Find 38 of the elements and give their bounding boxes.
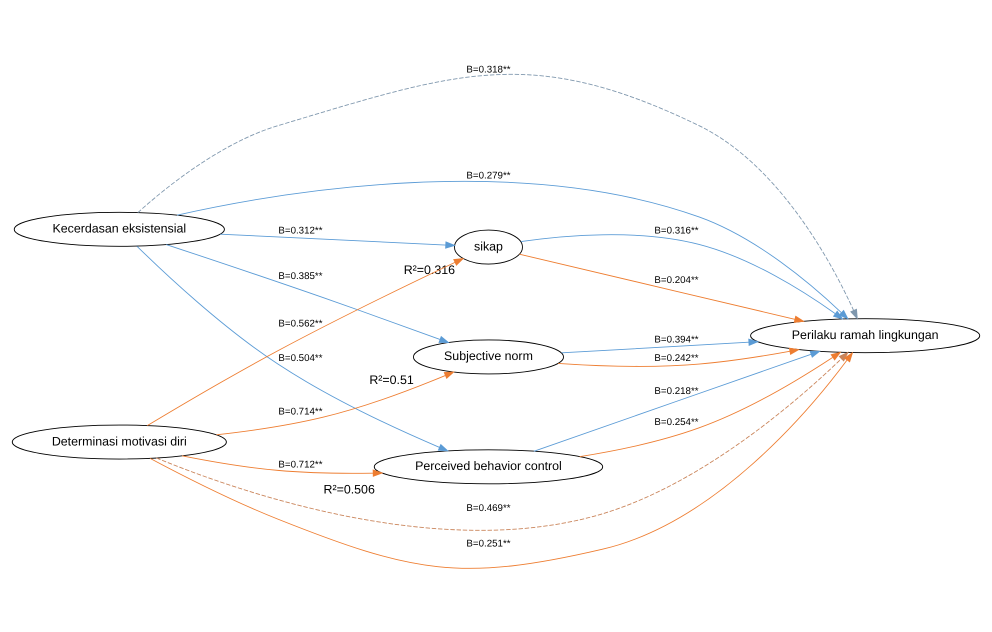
arrow (220, 233, 456, 248)
edge-label: B=0.312** (278, 225, 323, 236)
arrow (520, 234, 844, 320)
arrow (561, 338, 760, 353)
edge-label: B=0.562** (278, 318, 323, 330)
edge-label: B=0.254** (654, 416, 699, 428)
edge-label: B=0.318** (466, 64, 511, 75)
edge-label: B=0.504** (278, 352, 323, 364)
node-ellipse: Perilaku ramah lingkungan (750, 318, 980, 353)
node-label: R²=0.51 (369, 372, 414, 386)
arrow (166, 244, 450, 343)
arrow (146, 257, 464, 426)
edge-label: B=0.712** (278, 459, 323, 470)
edge-label: B=0.204** (654, 274, 699, 286)
arrow (216, 370, 455, 435)
arrow (136, 245, 449, 451)
node-ellipse: Kecerdasan eksistensial (14, 211, 225, 246)
edge-label: B=0.242** (654, 352, 699, 364)
arrow (156, 350, 849, 530)
edge-label: B=0.469** (466, 502, 511, 514)
edge-label: B=0.385** (278, 270, 323, 282)
node-ellipse: Subjective norm (412, 339, 564, 374)
arrow (182, 454, 384, 476)
edge-label: B=0.251** (466, 538, 511, 549)
arrow (176, 180, 849, 320)
edge-label: B=0.316** (654, 225, 699, 236)
node-label: R²=0.506 (324, 482, 375, 496)
node-ellipse: Determinasi motivasi diri (12, 424, 227, 459)
arrow (150, 351, 854, 568)
arrow (579, 351, 842, 457)
arrow (558, 347, 800, 366)
arrow (137, 74, 858, 320)
edge-label: B=0.394** (654, 334, 699, 346)
edge-label: B=0.714** (278, 406, 323, 417)
edge-label: B=0.218** (654, 385, 699, 396)
edge-label: B=0.279** (466, 170, 511, 182)
arrow (518, 253, 805, 322)
arrow (533, 350, 821, 452)
